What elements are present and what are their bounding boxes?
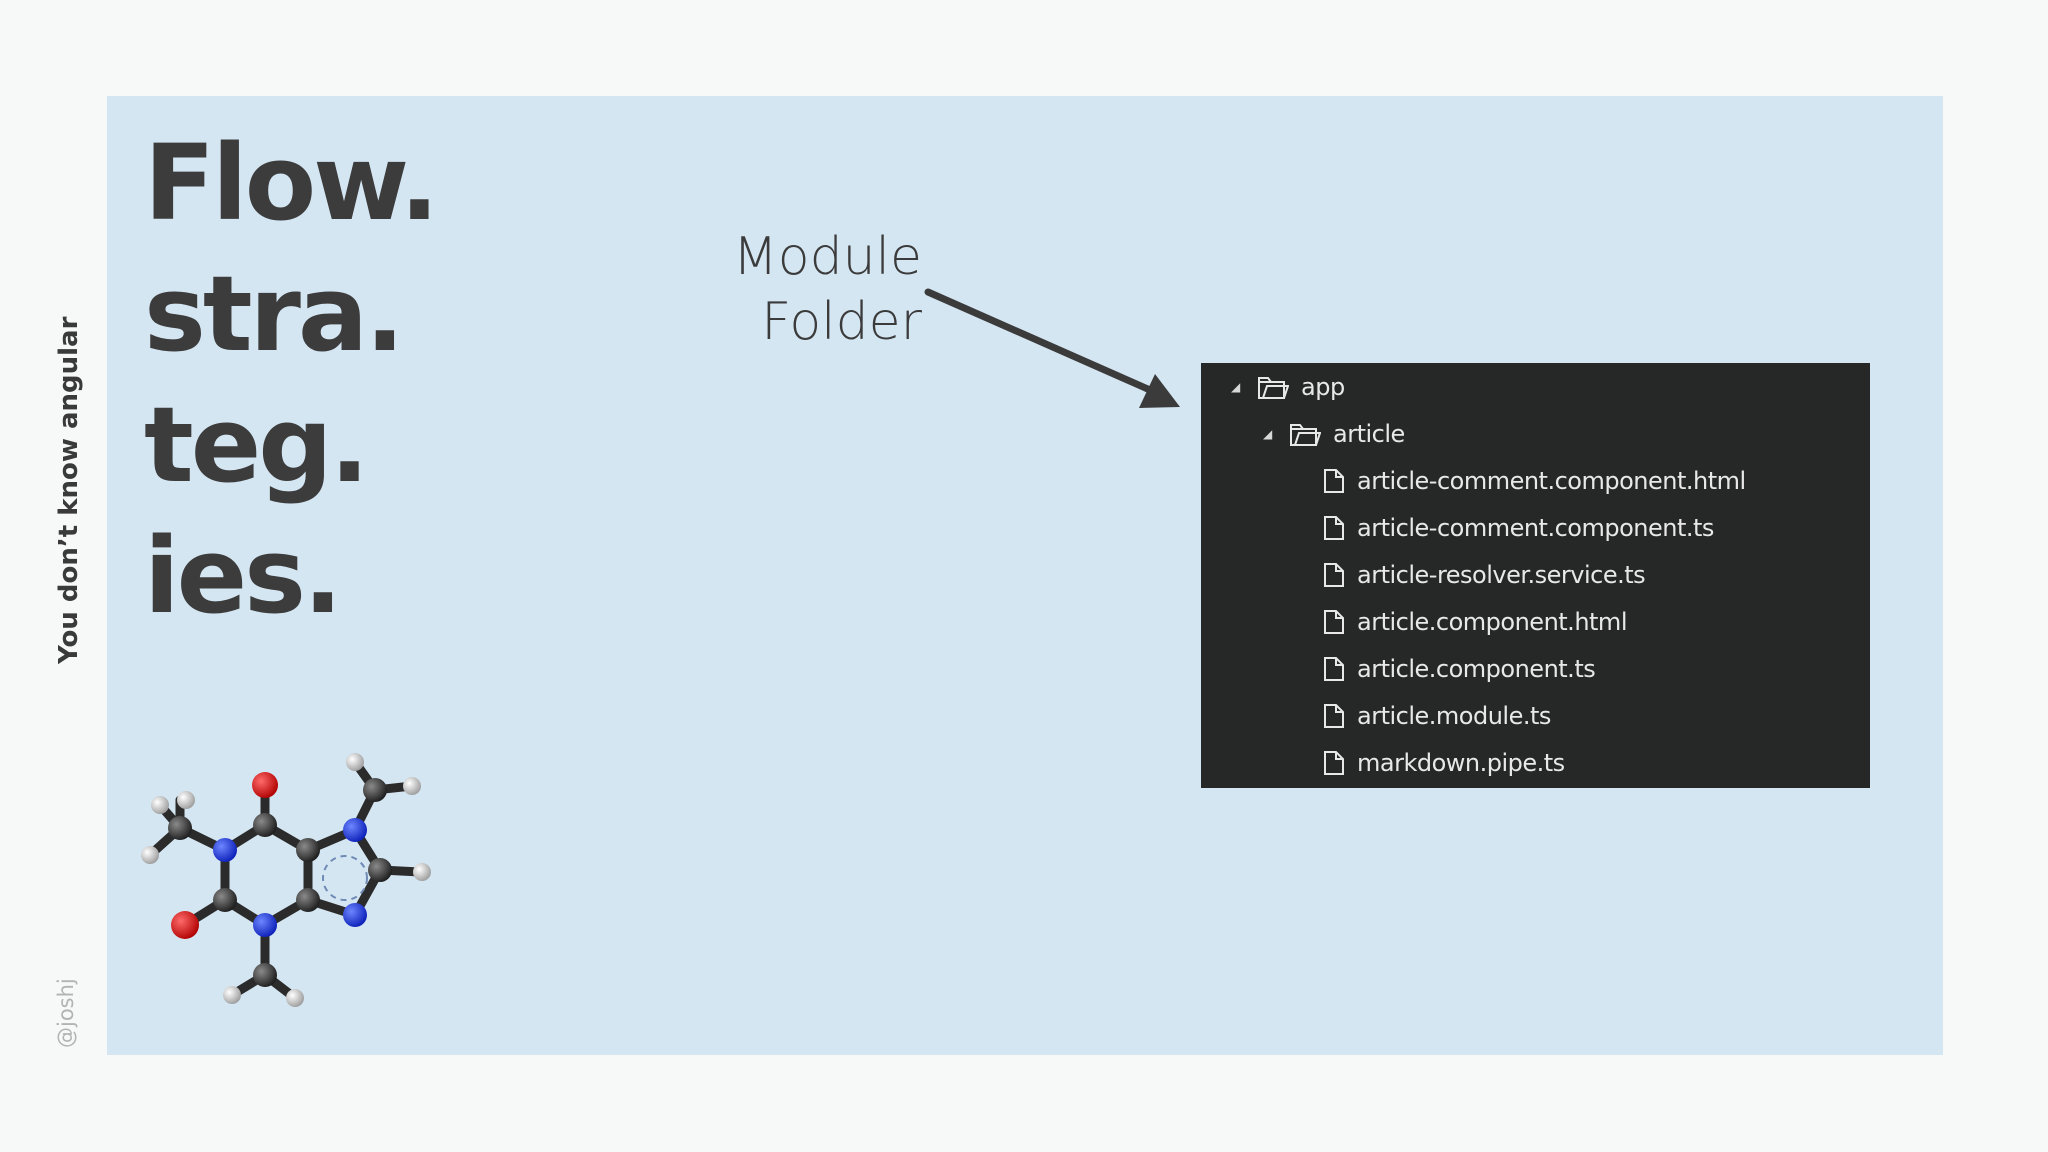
annotation-line: Module [732, 227, 922, 287]
tree-item-label: article-comment.component.ts [1357, 513, 1714, 542]
tree-item-article[interactable]: ◢ article [1263, 410, 1405, 457]
tree-file-item[interactable]: article-resolver.service.ts [1323, 551, 1646, 598]
file-icon [1324, 515, 1344, 540]
tree-item-label: article [1333, 419, 1405, 448]
folder-icon [1258, 376, 1289, 399]
file-icon [1324, 703, 1344, 728]
tree-file-item[interactable]: article-comment.component.html [1323, 457, 1746, 504]
file-icon [1324, 656, 1344, 681]
tree-file-item[interactable]: article.component.html [1323, 598, 1627, 645]
title-line: ies. [144, 515, 343, 637]
slide-title: Flow. stra. teg. ies. [144, 118, 439, 642]
title-line: Flow. [144, 122, 439, 244]
expand-arrow-icon[interactable]: ◢ [1263, 426, 1273, 441]
tree-item-label: article.component.ts [1357, 654, 1596, 683]
author-handle: @joshj [54, 978, 78, 1048]
tree-item-app[interactable]: ◢ app [1231, 363, 1345, 410]
tree-file-item[interactable]: markdown.pipe.ts [1323, 739, 1565, 786]
tree-item-label: article.component.html [1357, 607, 1627, 636]
tree-item-label: article-resolver.service.ts [1357, 560, 1646, 589]
caffeine-molecule-image [141, 753, 431, 1007]
tree-file-item[interactable]: article.component.ts [1323, 645, 1596, 692]
tree-item-label: article-comment.component.html [1357, 466, 1746, 495]
tree-item-label: article.module.ts [1357, 701, 1551, 730]
tree-file-item[interactable]: article.module.ts [1323, 692, 1551, 739]
module-folder-annotation: Module Folder [660, 225, 922, 355]
tree-item-label: app [1301, 372, 1345, 401]
title-line: teg. [144, 384, 369, 506]
folder-icon [1290, 423, 1321, 446]
title-line: stra. [144, 253, 405, 375]
file-icon [1324, 750, 1344, 775]
tree-item-label: markdown.pipe.ts [1357, 748, 1565, 777]
file-icon [1324, 609, 1344, 634]
expand-arrow-icon[interactable]: ◢ [1231, 379, 1241, 394]
sidebar-title-text: You don’t know angular [54, 316, 84, 664]
annotation-line: Folder [761, 292, 922, 352]
file-explorer-tree: ◢ app ◢ article article-comment.componen… [1201, 363, 1870, 788]
file-icon [1324, 562, 1344, 587]
tree-file-item[interactable]: article-comment.component.ts [1323, 504, 1714, 551]
file-icon [1324, 468, 1344, 493]
